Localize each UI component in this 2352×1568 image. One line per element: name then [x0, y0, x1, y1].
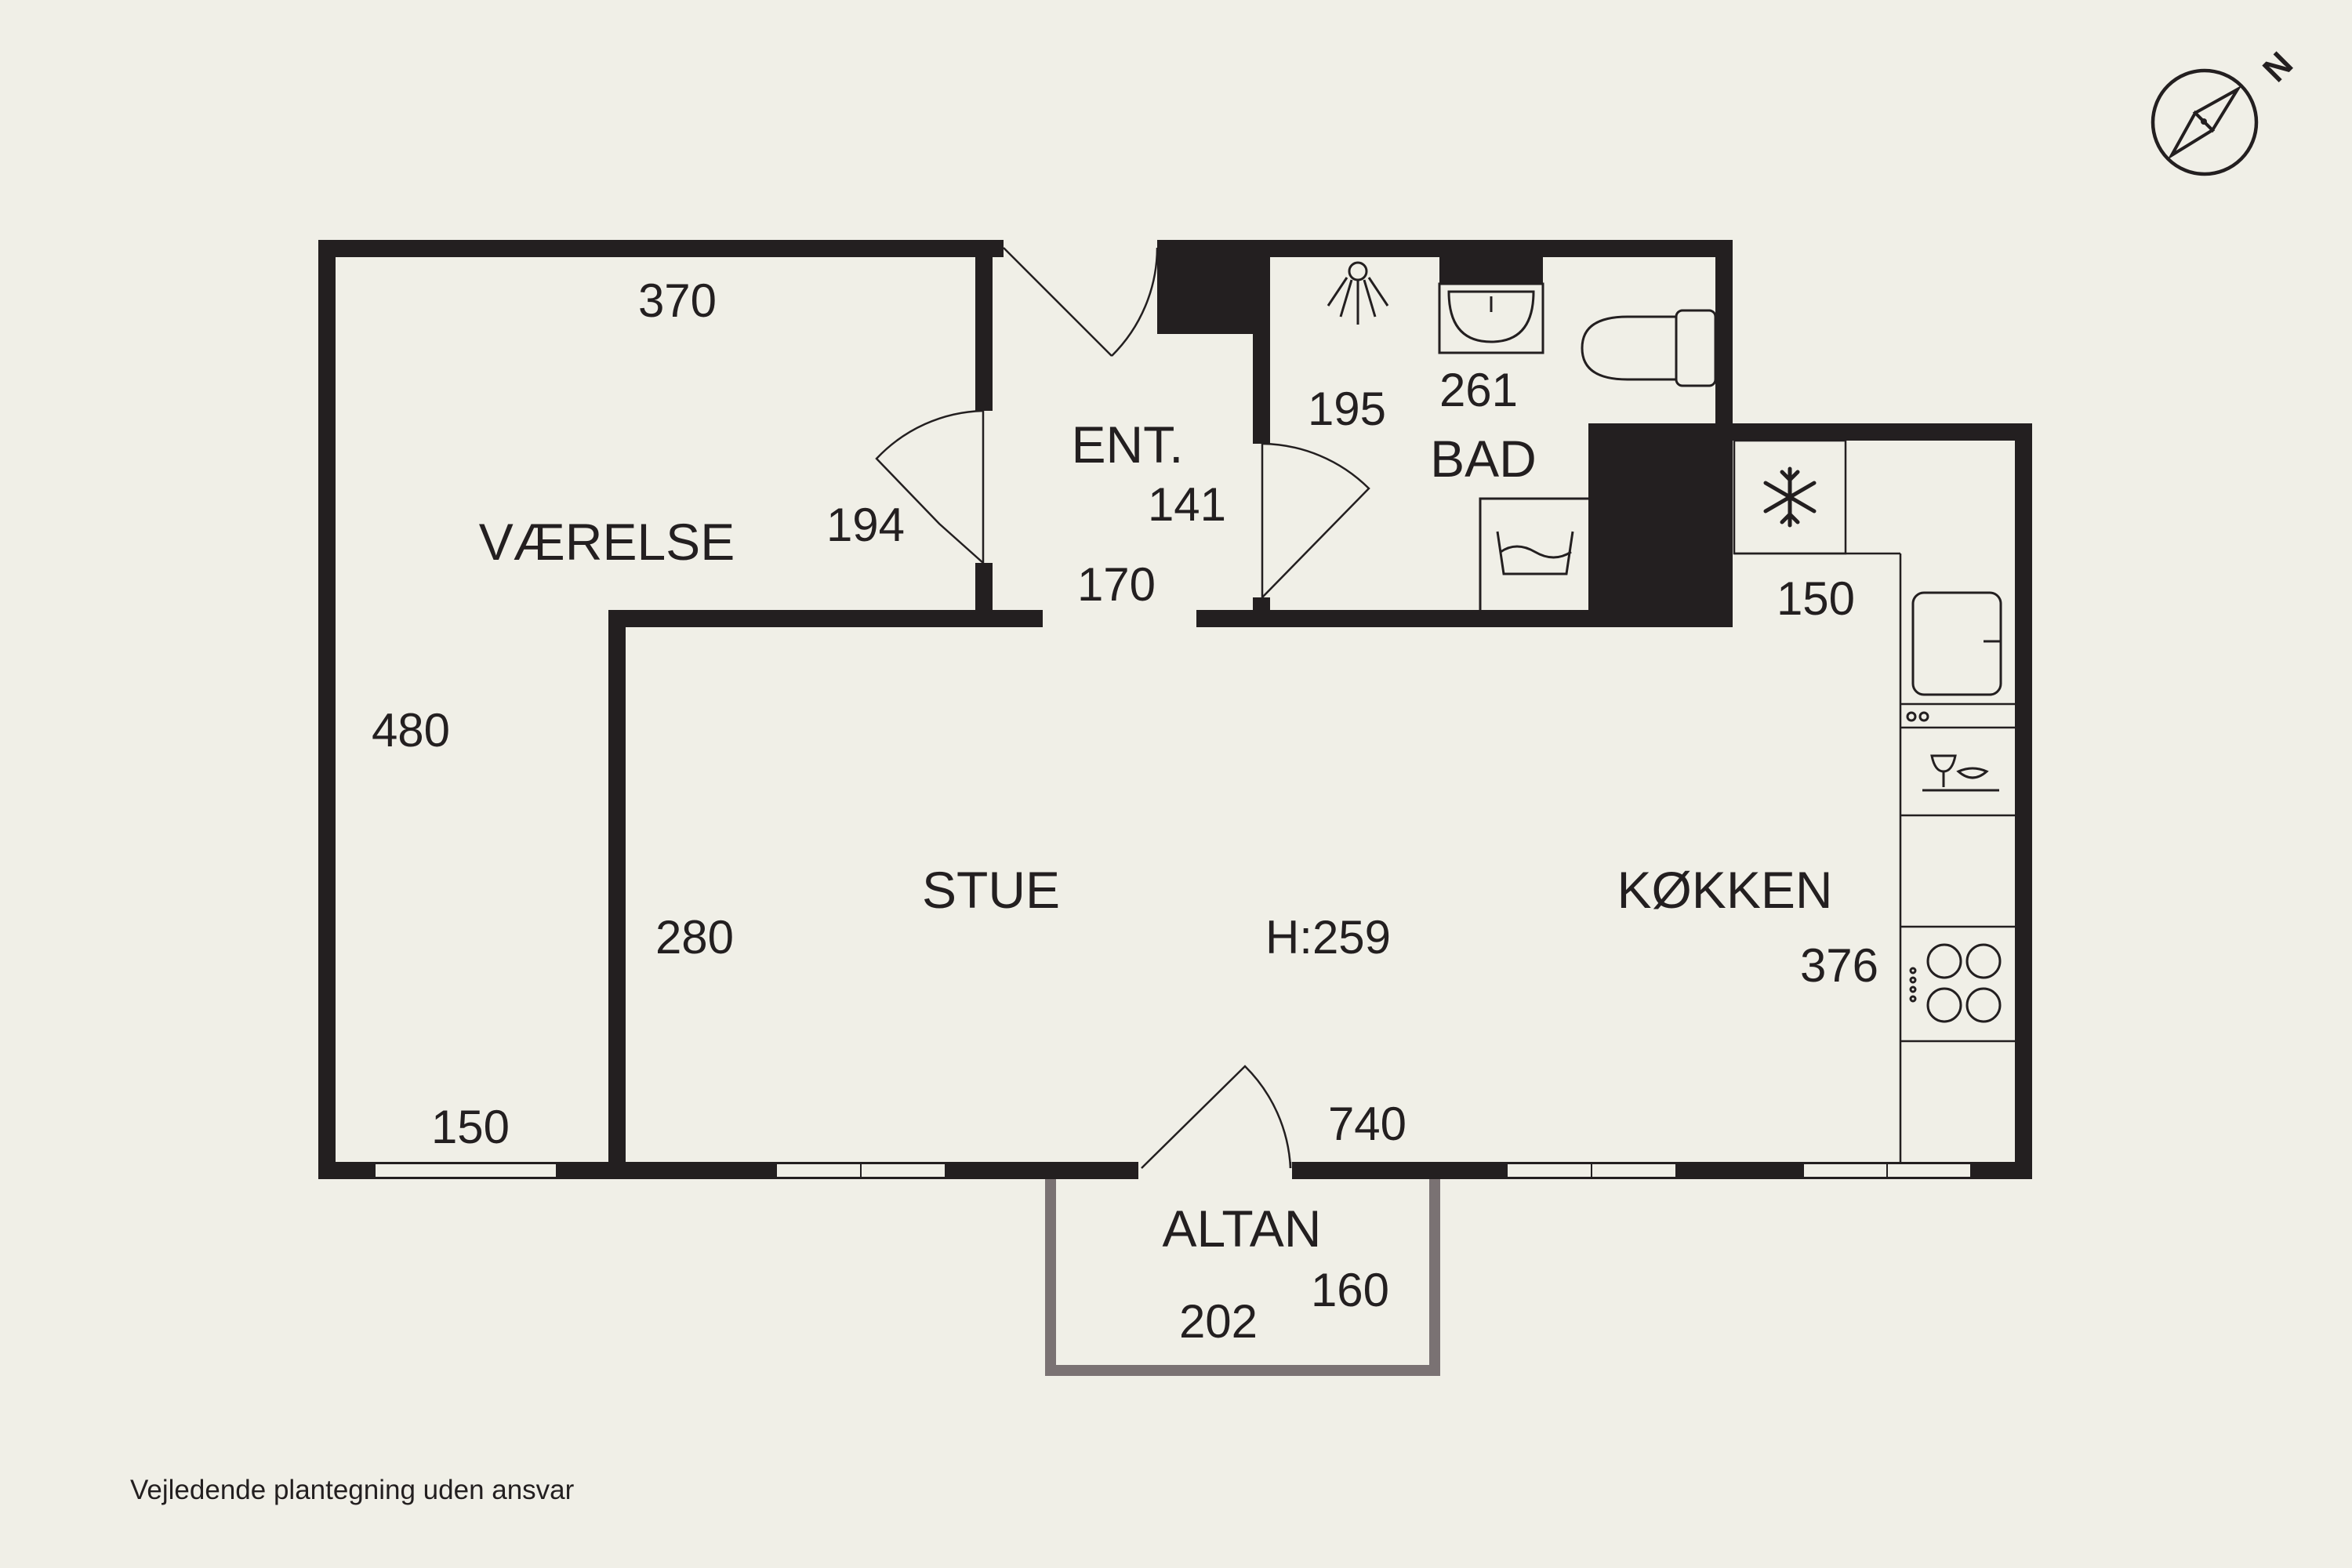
dim-altan-depth: 160	[1311, 1264, 1389, 1316]
room-label-kokken: KØKKEN	[1617, 861, 1832, 919]
dim-vaerelse-bottom: 150	[431, 1101, 510, 1153]
stove-icon	[1909, 943, 2002, 1023]
room-label-altan: ALTAN	[1163, 1200, 1322, 1258]
toilet-icon	[1581, 309, 1717, 387]
room-label-entre: ENT.	[1071, 416, 1183, 474]
dim-entre-bottom: 170	[1077, 558, 1156, 611]
washing-machine-icon	[1479, 497, 1592, 613]
walls	[318, 240, 2032, 1179]
compass-icon	[2151, 68, 2259, 176]
room-label-bad: BAD	[1430, 430, 1537, 488]
ceiling-height: H:259	[1265, 911, 1391, 964]
disclaimer-text: Vejledende plantegning uden ansvar	[130, 1475, 575, 1505]
dim-stue-left: 280	[655, 911, 734, 964]
dim-altan-width: 202	[1179, 1295, 1258, 1348]
freezer-icon	[1733, 439, 1847, 555]
dim-entre-width: 141	[1148, 478, 1226, 531]
balcony-outline	[1045, 1179, 1440, 1376]
doors	[875, 247, 1370, 1169]
dim-bad-top: 261	[1439, 364, 1518, 416]
dim-vaerelse-top: 370	[638, 274, 717, 327]
dim-bad-left: 195	[1308, 383, 1386, 435]
windows	[374, 1162, 1972, 1179]
dishwasher-icon	[1906, 711, 1999, 792]
dim-vaerelse-left: 480	[372, 704, 450, 757]
kitchen-sink-icon	[1911, 591, 2002, 696]
dim-kokken-right: 376	[1800, 939, 1878, 992]
room-label-stue: STUE	[922, 861, 1060, 919]
shower-icon	[1327, 261, 1389, 325]
sink-icon	[1438, 282, 1544, 354]
dim-kokken-top: 150	[1777, 572, 1855, 625]
dim-vaerelse-door: 194	[826, 499, 905, 551]
kitchen-counter	[1734, 552, 2015, 1162]
compass-north-label: N	[2256, 45, 2300, 89]
dim-stue-bottom: 740	[1328, 1098, 1406, 1150]
sink-cabinet	[1439, 240, 1543, 284]
room-label-vaerelse: VÆRELSE	[479, 513, 735, 571]
